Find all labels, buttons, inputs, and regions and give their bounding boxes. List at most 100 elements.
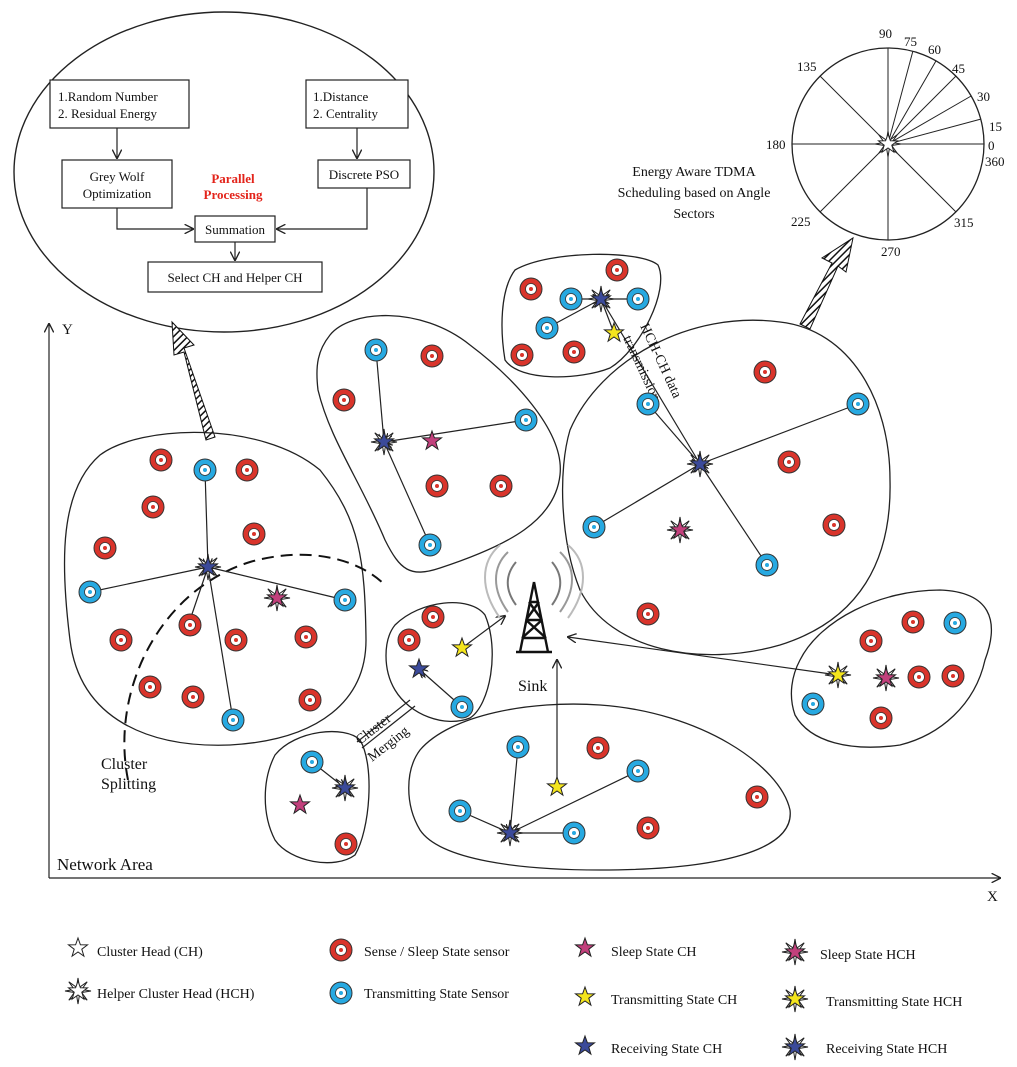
sense-sensor-icon — [822, 513, 846, 537]
box-select-ch — [147, 261, 323, 293]
sense-sensor-icon — [298, 688, 322, 712]
arrow-pso-to-sum — [277, 188, 368, 229]
angle-sector-line — [887, 60, 937, 145]
transmitting-sensor-icon — [582, 515, 606, 539]
receiving-hch-star-icon — [587, 285, 615, 313]
box-pso-label: Discrete PSO — [329, 167, 399, 182]
transmitting-sensor-icon — [846, 392, 870, 416]
sense-sensor-icon — [242, 522, 266, 546]
angle-caption-line1: Energy Aware TDMA — [632, 165, 756, 180]
angle-label-60: 60 — [928, 42, 941, 57]
node-link-line — [510, 746, 519, 833]
angle-label-90: 90 — [879, 26, 892, 41]
sense-sensor-icon — [907, 665, 931, 689]
sense-sensor-icon — [425, 474, 449, 498]
angle-label-0: 0 — [988, 138, 995, 153]
angle-sector-line — [887, 118, 981, 145]
transmitting-sensor-icon — [193, 458, 217, 482]
box-select-label: Select CH and Helper CH — [167, 270, 302, 285]
node-link-line — [700, 403, 859, 464]
receiving-hch-star-icon — [331, 774, 359, 802]
legend-rx-ch-star-icon — [574, 1034, 596, 1056]
cluster-split-dashed-arc — [123, 553, 386, 781]
receiving-hch-star-icon — [194, 553, 222, 581]
box-random-energy — [49, 79, 190, 129]
svg-text:2. Centrality: 2. Centrality — [313, 106, 378, 121]
angle-label-135: 135 — [797, 59, 817, 74]
transmitting-sensor-icon — [559, 287, 583, 311]
node-link-line — [700, 464, 768, 566]
box-grey-wolf — [61, 159, 173, 209]
transmitting-sensor-icon — [333, 588, 357, 612]
zoom-arrow-left — [171, 320, 216, 441]
cluster-left — [63, 431, 367, 746]
angle-caption-line3: Sectors — [673, 207, 714, 222]
legend-sleep-ch-label: Sleep State CH — [611, 945, 697, 960]
transmitting-sensor-icon — [755, 553, 779, 577]
legend-ch-star-icon — [67, 936, 89, 958]
sense-sensor-icon — [332, 388, 356, 412]
angle-caption-line2: Scheduling based on Angle — [618, 186, 771, 201]
sense-sensor-icon — [138, 675, 162, 699]
transmitting-sensor-icon — [943, 611, 967, 635]
angle-label-15: 15 — [989, 119, 1002, 134]
box-discrete-pso — [317, 159, 411, 189]
sense-sensor-icon — [420, 344, 444, 368]
cluster-center-small — [385, 602, 493, 722]
receiving-hch-star-icon — [370, 428, 398, 456]
parallel-line2: Processing — [204, 187, 263, 202]
sensor-nodes — [78, 258, 967, 856]
cluster-bottom-small — [264, 730, 370, 864]
angle-label-45: 45 — [952, 61, 965, 76]
sense-sensor-icon — [421, 605, 445, 629]
angle-sector-lines — [792, 48, 984, 240]
sense-sensor-icon — [489, 474, 513, 498]
transmitting-sensor-icon — [448, 799, 472, 823]
flowchart-panel: 1.Random Number 2. Residual Energy 1.Dis… — [13, 11, 435, 333]
angle-sector-line — [887, 75, 957, 145]
sense-sensor-icon — [605, 258, 629, 282]
legend-sleep-ch-star-icon — [574, 936, 596, 958]
cluster-right-small — [790, 589, 992, 748]
zoom-arrow-right — [799, 236, 854, 330]
transmitting-ch-star-icon — [546, 775, 568, 797]
sleep-hch-star-icon — [263, 584, 291, 612]
legend-tx-ch-label: Transmitting State CH — [611, 993, 737, 1008]
transmitting-sensor-icon — [418, 533, 442, 557]
center-hch-star-icon — [874, 130, 902, 158]
sense-sensor-icon — [636, 602, 660, 626]
sense-sensor-icon — [510, 343, 534, 367]
legend-tx-hch-star-icon — [781, 985, 809, 1013]
sense-sensor-icon — [149, 448, 173, 472]
angle-sector-line — [887, 95, 972, 145]
sense-sensor-icon — [397, 628, 421, 652]
transmitting-sensor-icon — [78, 580, 102, 604]
transmitting-ch-star-icon — [603, 321, 625, 343]
legend-tx-ch-star-icon — [574, 985, 596, 1007]
node-link-line — [205, 469, 208, 567]
sense-sensor-icon — [294, 625, 318, 649]
network-area-label: Network Area — [57, 855, 153, 874]
sense-sensor-icon — [753, 360, 777, 384]
legend-tx-hch-label: Transmitting State HCH — [826, 995, 962, 1010]
splitting-label-line2: Splitting — [101, 776, 156, 793]
node-link-line — [461, 616, 505, 649]
legend-hch-label: Helper Cluster Head (HCH) — [97, 987, 255, 1002]
transmitting-sensor-icon — [300, 750, 324, 774]
node-link-line — [568, 637, 839, 676]
sense-sensor-icon — [181, 685, 205, 709]
svg-text:1.Distance: 1.Distance — [313, 89, 368, 104]
receiving-hch-star-icon — [686, 450, 714, 478]
legend-rx-hch-star-icon — [781, 1033, 809, 1061]
merging-bar-bottom — [361, 705, 416, 749]
angle-label-30: 30 — [977, 89, 990, 104]
transmitting-sensor-icon — [450, 695, 474, 719]
receiving-ch-star-icon — [408, 657, 430, 679]
sense-sensor-icon — [859, 629, 883, 653]
node-link-line — [375, 349, 384, 442]
transmitting-sensor-icon — [514, 408, 538, 432]
cluster-right-large — [561, 319, 891, 656]
svg-text:2. Residual Energy: 2. Residual Energy — [58, 106, 158, 121]
transmitting-sensor-icon — [506, 735, 530, 759]
